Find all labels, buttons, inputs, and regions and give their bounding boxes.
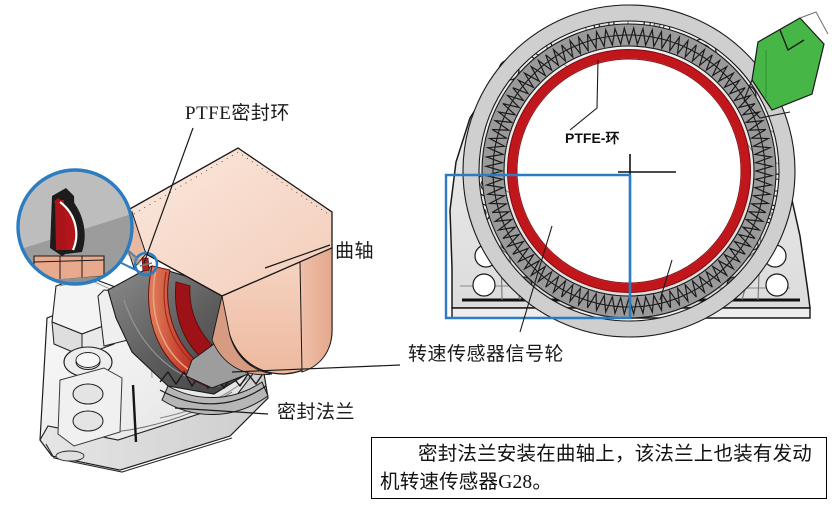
leader-signal-wheel (231, 364, 401, 373)
leader-ptfe-ring-front (569, 59, 599, 131)
leader-ptfe-seal-ring (143, 127, 194, 264)
crankshaft-block (119, 147, 333, 376)
engine-speed-sensor-g28 (743, 11, 829, 119)
label-ptfe-ring-front: PTFE-环 (565, 130, 620, 146)
explanatory-note-text: 密封法兰安装在曲轴上，该法兰上也装有发动机转速传感器G28。 (380, 444, 813, 493)
leader-signal-wheel-front (519, 225, 673, 333)
leader-seal-flange (174, 407, 269, 415)
explanatory-note-box: 密封法兰安装在曲轴上，该法兰上也装有发动机转速传感器G28。 (371, 437, 827, 499)
label-speed-sensor-signal-wheel: 转速传感器信号轮 (408, 344, 565, 365)
detail-origin-marker (133, 251, 159, 277)
label-crankshaft: 曲轴 (335, 241, 375, 262)
section-highlight-rectangle (444, 173, 632, 320)
leader-lines-left (143, 127, 401, 415)
label-seal-flange: 密封法兰 (277, 402, 356, 423)
label-ptfe-seal-ring: PTFE密封环 (185, 103, 290, 124)
leader-crankshaft (264, 244, 331, 269)
